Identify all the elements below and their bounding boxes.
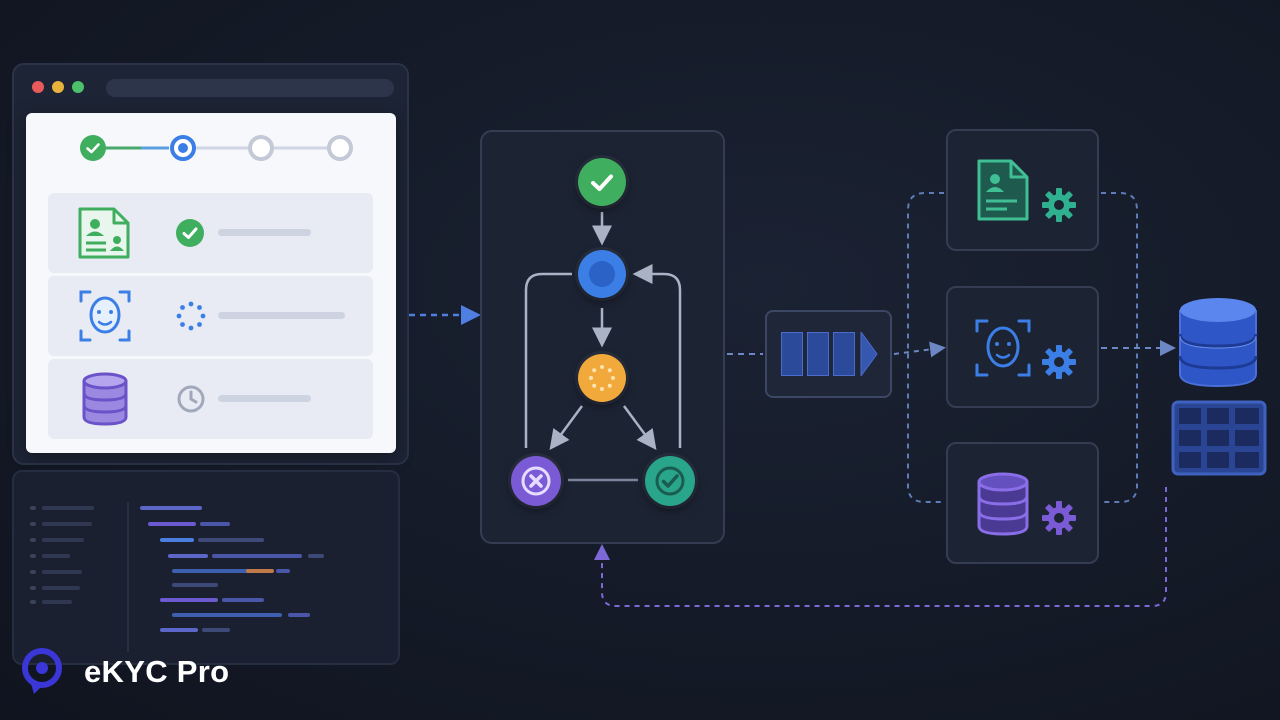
checklist-row-face-scan[interactable] — [48, 276, 373, 356]
gear-icon — [1042, 188, 1076, 222]
workflow-engine-panel — [480, 130, 725, 544]
database-icon — [82, 372, 128, 426]
status-bar — [218, 312, 345, 319]
location-pin-logo-icon[interactable] — [20, 648, 66, 696]
gear-icon — [1042, 345, 1076, 379]
dot-icon — [589, 261, 615, 287]
database-icon — [977, 472, 1029, 536]
minimize-dot-icon[interactable] — [52, 81, 64, 93]
loading-spinner-icon — [589, 365, 615, 391]
x-icon — [521, 466, 551, 496]
close-dot-icon[interactable] — [32, 81, 44, 93]
onboarding-card — [26, 113, 396, 453]
code-editor-panel — [12, 470, 400, 665]
flow-connector-queue-services — [893, 341, 946, 358]
workflow-node-approved[interactable] — [645, 456, 695, 506]
status-bar — [218, 229, 311, 236]
service-document-verification[interactable] — [946, 129, 1099, 251]
gear-icon — [1042, 501, 1076, 535]
service-face-verification[interactable] — [946, 286, 1099, 408]
workflow-node-review[interactable] — [578, 354, 626, 402]
checklist-row-id-document[interactable] — [48, 193, 373, 273]
workflow-arrows — [524, 212, 682, 482]
database-icon — [1178, 298, 1258, 388]
face-scan-icon — [975, 319, 1031, 377]
workflow-node-start[interactable] — [578, 158, 626, 206]
check-icon — [86, 143, 100, 154]
step-4-pending[interactable] — [327, 135, 353, 161]
feedback-loop-connector — [594, 487, 1167, 607]
queue-slot — [833, 332, 855, 376]
queue-slot — [807, 332, 829, 376]
maximize-dot-icon[interactable] — [72, 81, 84, 93]
status-bar — [218, 395, 311, 402]
id-document-icon — [977, 159, 1029, 221]
address-bar[interactable] — [106, 79, 394, 97]
services-bus-left — [907, 192, 944, 503]
message-queue — [765, 310, 892, 398]
dot-icon — [178, 143, 188, 153]
progress-stepper — [94, 146, 328, 150]
service-data-check[interactable] — [946, 442, 1099, 564]
face-scan-icon — [79, 290, 131, 342]
workflow-node-processing[interactable] — [578, 250, 626, 298]
checklist-row-database[interactable] — [48, 359, 373, 439]
check-icon — [655, 466, 685, 496]
clock-icon — [177, 385, 205, 413]
loading-spinner-icon — [176, 301, 206, 331]
check-icon — [591, 174, 613, 191]
table-grid-icon — [1171, 400, 1267, 476]
check-circle-icon — [176, 219, 204, 247]
workflow-node-rejected[interactable] — [511, 456, 561, 506]
queue-arrow-icon — [860, 332, 878, 376]
step-1-complete[interactable] — [80, 135, 106, 161]
step-3-pending[interactable] — [248, 135, 274, 161]
onboarding-browser-window — [12, 63, 409, 465]
queue-slot — [781, 332, 803, 376]
step-2-active[interactable] — [170, 135, 196, 161]
id-document-icon — [78, 207, 130, 259]
brand-name: eKYC Pro — [84, 654, 230, 689]
